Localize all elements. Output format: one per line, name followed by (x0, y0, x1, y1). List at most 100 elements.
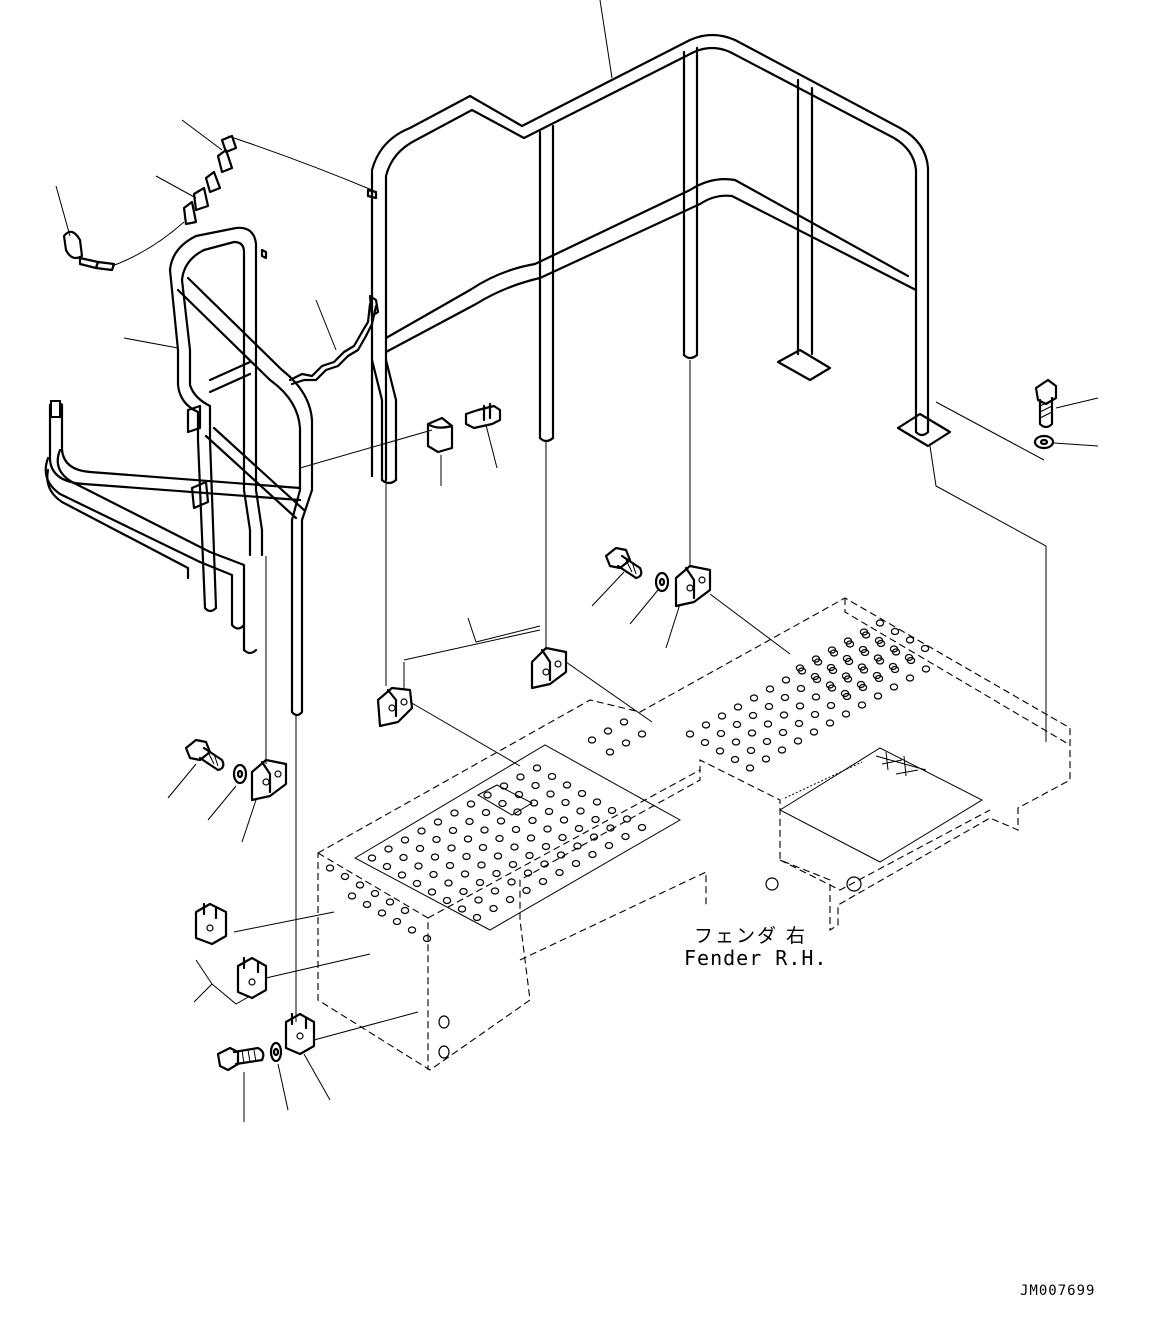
perforation-hole (748, 711, 758, 720)
perforation-hole (606, 824, 615, 832)
perforation-hole (340, 872, 350, 881)
perforation-hole (637, 730, 647, 738)
perforation-hole (507, 878, 516, 886)
side-gate (44, 226, 314, 717)
perforation-hole (442, 896, 452, 905)
perforation-hole (921, 665, 931, 673)
perforation-hole (429, 870, 438, 879)
perforation-hole (920, 644, 930, 653)
perforation-hole (355, 881, 365, 889)
perforation-hole (510, 843, 519, 851)
perforation-hole (592, 798, 602, 806)
perforation-hole (495, 834, 504, 843)
perforation-hole (415, 844, 425, 853)
perforation-hole (857, 663, 867, 671)
perforation-hole (558, 833, 567, 842)
bolt-center (604, 546, 643, 580)
perforation-hole (397, 871, 407, 879)
bolt-right (1034, 378, 1058, 429)
perforation-hole (905, 636, 915, 644)
perforation-hole (856, 680, 866, 689)
perforation-hole (700, 738, 710, 747)
perforation-hole (414, 862, 423, 870)
perforation-hole (730, 755, 740, 764)
chain-assembly (62, 134, 380, 386)
perforation-hole (811, 693, 821, 701)
perforation-hole (445, 861, 455, 870)
perforation-hole (505, 895, 515, 904)
perforation-hole (809, 728, 819, 736)
perforation-hole (531, 781, 540, 790)
perforation-hole (475, 878, 485, 887)
perforation-hole (571, 859, 581, 868)
perforation-hole (826, 663, 836, 672)
perforation-hole (448, 826, 458, 835)
perforation-hole (422, 934, 432, 943)
perforation-hole (701, 721, 711, 729)
perforation-hole (472, 913, 482, 922)
perforation-hole (493, 852, 503, 860)
perforation-hole (499, 782, 509, 790)
perforation-hole (604, 841, 614, 850)
perforation-hole (715, 747, 725, 755)
perforation-hole (347, 892, 357, 900)
perforation-hole (780, 693, 790, 702)
perforation-hole (811, 655, 821, 663)
perforation-hole (460, 870, 470, 878)
perforation-hole (841, 672, 851, 680)
perforation-hole (589, 833, 599, 841)
perforation-hole (826, 701, 836, 710)
perforation-hole (444, 879, 453, 887)
perforation-hole (603, 727, 613, 735)
stopper-and-pin (426, 402, 502, 454)
perforation-hole (474, 896, 483, 904)
perforation-hole (399, 853, 408, 862)
perforation-hole (825, 681, 835, 689)
perforation-hole (523, 869, 533, 877)
perforation-hole (481, 808, 491, 817)
washer-right (1033, 434, 1055, 450)
perforation-hole (859, 628, 869, 636)
fender-callout-jp: フェンダ 右 (694, 925, 808, 947)
perforation-hole (793, 737, 803, 745)
perforation-hole (637, 823, 647, 832)
perforation-hole (407, 926, 417, 934)
perforation-hole (889, 683, 899, 691)
perforation-hole (746, 746, 756, 755)
perforation-hole (764, 702, 774, 711)
perforation-hole (370, 889, 380, 898)
perforation-hole (857, 701, 867, 709)
perforation-hole (587, 736, 597, 744)
hinge-bracket-3 (674, 564, 712, 608)
perforation-hole (889, 645, 899, 653)
perforation-hole (529, 799, 539, 807)
perforation-hole (432, 835, 441, 844)
perforation-hole (400, 836, 410, 844)
perforation-hole (559, 816, 569, 824)
perforation-hole (875, 619, 885, 627)
perforation-hole (765, 685, 775, 693)
perforation-hole (841, 710, 851, 718)
perforation-hole (427, 888, 437, 896)
perforation-hole (384, 845, 393, 853)
perforation-hole (904, 653, 914, 662)
perforation-hole (478, 843, 488, 852)
perforation-hole (483, 791, 492, 799)
perforation-hole (717, 712, 727, 720)
perforation-hole (538, 877, 548, 886)
perforation-hole (745, 764, 755, 772)
perforation-hole (605, 748, 615, 756)
perforation-hole (526, 834, 536, 842)
perforation-hole (842, 654, 852, 663)
perforation-hole (462, 852, 471, 861)
perforation-hole (747, 729, 757, 737)
perforation-hole (547, 772, 557, 781)
perforation-hole (607, 806, 617, 815)
perforation-hole (890, 627, 900, 636)
perforation-hole (763, 720, 773, 728)
perforation-hole (555, 868, 564, 877)
perforation-hole (498, 799, 507, 808)
perforation-hole (621, 832, 630, 841)
perforation-hole (731, 738, 741, 746)
